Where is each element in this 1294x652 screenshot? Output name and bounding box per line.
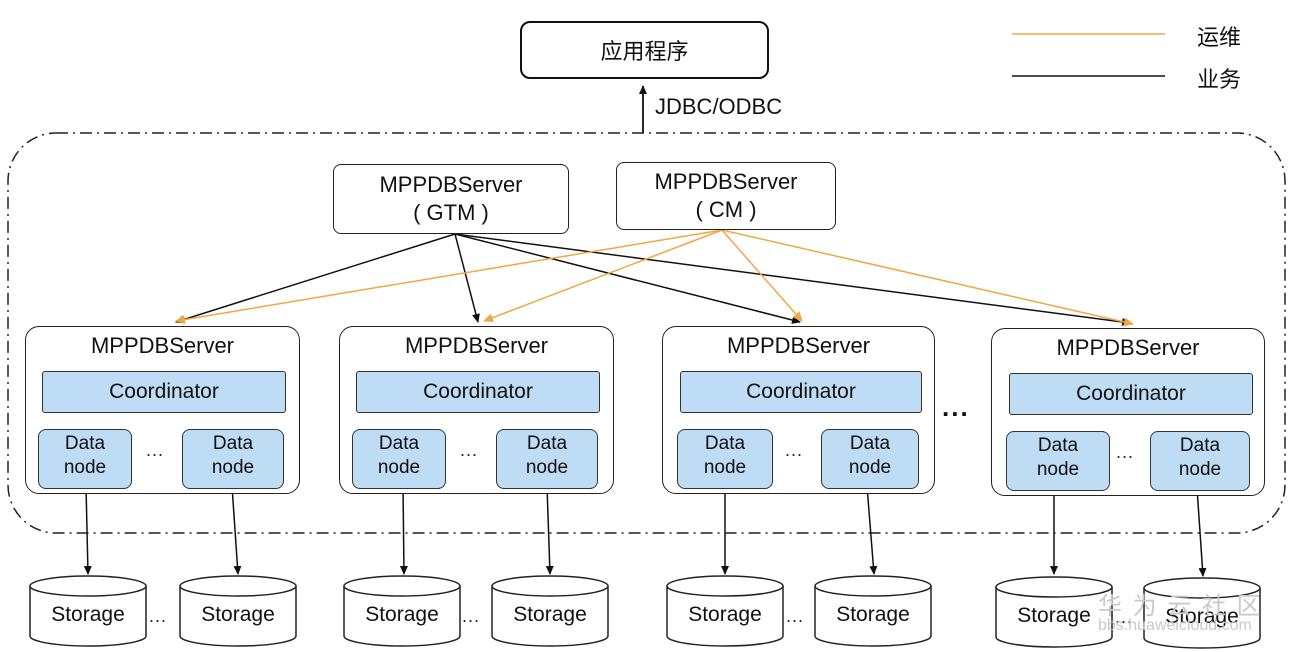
storage-ellipsis: ... xyxy=(786,606,805,626)
server-ellipsis: ... xyxy=(942,392,970,422)
cm-to-server-3 xyxy=(721,229,803,322)
legend-business-label: 业务 xyxy=(1197,67,1242,92)
storage-label: Storage xyxy=(836,603,910,626)
datanode-box: Data node xyxy=(821,429,919,489)
storage-cylinders xyxy=(29,575,1261,649)
server-title: MPPDBServer xyxy=(1056,335,1200,360)
storage-label: Storage xyxy=(688,603,762,626)
watermark-url: bbs.huaweicloud.com xyxy=(1098,617,1252,634)
application-label: 应用程序 xyxy=(600,39,689,64)
server-title: MPPDBServer xyxy=(90,333,235,358)
mppdb-server-1: MPPDBServer Coordinator Data node ... Da… xyxy=(25,326,300,494)
server-title: MPPDBServer xyxy=(404,333,549,358)
storage-4-1 xyxy=(995,576,1113,648)
storage-2-1 xyxy=(343,575,461,647)
datanode-box: Data node xyxy=(38,429,132,489)
datanode-label: Data node xyxy=(848,433,892,478)
watermark-title: 华 为 云 社 区 xyxy=(1098,593,1263,620)
interface-label: JDBC/ODBC xyxy=(655,94,783,119)
datanode-box: Data node xyxy=(1006,431,1110,491)
gtm-server-role: ( GTM ) xyxy=(413,200,489,225)
gtm-to-server-4 xyxy=(454,233,1131,326)
server-title: MPPDBServer xyxy=(726,333,871,358)
gtm-to-server-2 xyxy=(454,233,480,323)
storage-label: Storage xyxy=(365,603,439,626)
mppdb-server-2: MPPDBServer Coordinator Data node ... Da… xyxy=(339,326,614,494)
storage-3-2 xyxy=(814,575,932,647)
datanode-label: Data node xyxy=(525,433,569,478)
storage-ellipsis: ... xyxy=(149,606,168,626)
cluster-boundary xyxy=(7,132,1286,534)
cm-server-role: ( CM ) xyxy=(695,197,757,222)
datanode-ellipsis: ... xyxy=(1116,442,1135,462)
storage-1-1 xyxy=(29,575,147,647)
mppdb-server-3: MPPDBServer Coordinator Data node ... Da… xyxy=(662,326,935,494)
datanode-label: Data node xyxy=(211,433,255,478)
storage-label: Storage xyxy=(201,603,275,626)
datanode-box: Data node xyxy=(352,429,446,489)
storage-label: Storage xyxy=(513,603,587,626)
storage-label: Storage xyxy=(51,603,125,626)
datanode-label: Data node xyxy=(63,433,107,478)
datanode-ellipsis: ... xyxy=(460,440,479,460)
coordinator-box: Coordinator xyxy=(356,371,600,413)
datanode-label: Data node xyxy=(1178,435,1222,480)
storage-ellipsis: ... xyxy=(1115,607,1134,627)
storage-label: Storage xyxy=(1017,604,1091,627)
coordinator-box: Coordinator xyxy=(680,371,922,413)
storage-2-2 xyxy=(491,575,609,647)
datanode-label: Data node xyxy=(377,433,421,478)
datanode-box: Data node xyxy=(496,429,598,489)
cm-server-box: MPPDBServer ( CM ) xyxy=(616,162,836,230)
coordinator-box: Coordinator xyxy=(42,371,286,413)
storage-4-2 xyxy=(1143,577,1261,649)
gtm-server-box: MPPDBServer ( GTM ) xyxy=(333,164,569,234)
datanode-box: Data node xyxy=(1150,431,1250,491)
datanode-box: Data node xyxy=(677,429,773,489)
storage-arrows xyxy=(83,485,1207,577)
cm-server-name: MPPDBServer xyxy=(654,169,798,194)
legend-ops-label: 运维 xyxy=(1197,25,1242,50)
gtm-to-server-1 xyxy=(175,233,456,324)
storage-1-2 xyxy=(179,575,297,647)
mppdb-server-4: MPPDBServer Coordinator Data node ... Da… xyxy=(991,328,1265,496)
storage-3-1 xyxy=(666,575,784,647)
storage-ellipsis: ... xyxy=(462,606,481,626)
storage-label: Storage xyxy=(1165,605,1239,628)
cm-to-server-4 xyxy=(721,229,1134,327)
datanode-ellipsis: ... xyxy=(785,440,804,460)
datanode-label: Data node xyxy=(703,433,747,478)
datanode-label: Data node xyxy=(1036,435,1080,480)
datanode-box: Data node xyxy=(182,429,284,489)
gtm-server-name: MPPDBServer xyxy=(379,172,523,197)
gtm-to-server-3 xyxy=(454,233,801,324)
application-box: 应用程序 xyxy=(520,21,769,79)
coordinator-box: Coordinator xyxy=(1009,373,1253,415)
cm-to-server-2 xyxy=(483,229,723,322)
cm-to-server-1 xyxy=(175,229,723,324)
datanode-ellipsis: ... xyxy=(146,440,165,460)
